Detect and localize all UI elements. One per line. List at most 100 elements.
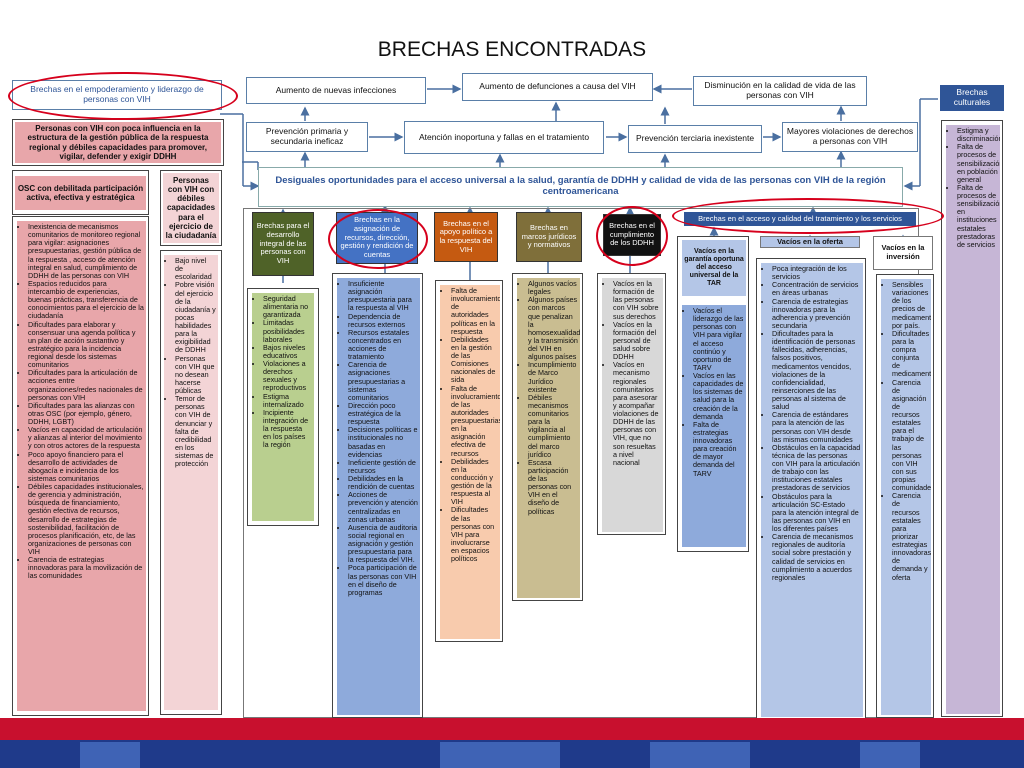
marcos-list-panel: Algunos vacíos legalesAlgunos países con… [512,273,583,601]
osc-header: OSC con debilitada participación activa,… [15,176,146,210]
culturales-list-panel: Estigma y discriminaciónFalta de proceso… [941,120,1003,717]
effect-aumento-defunciones: Aumento de defunciones a causa del VIH [462,73,653,101]
cumplimiento-list-panel: Vacíos en la formación de las personas c… [597,273,666,535]
list-item: Dificultades para las alianzas con otras… [28,401,144,426]
list-item: Limitadas posibilidades laborales [263,319,312,344]
osc-header-panel: OSC con debilitada participación activa,… [12,170,149,215]
list-item: Bajo nivel de escolaridad [175,256,216,281]
list-item: Vacíos el liderazgo de las personas con … [693,306,744,372]
list-item: Vacíos en capacidad de articulación y al… [28,425,144,450]
list-item: Personas con VIH que no desean hacerse p… [175,354,216,396]
list-item: Falta de procesos de sensibilización en … [957,143,1000,184]
list-item: Falta de estrategias innovadoras para cr… [693,420,744,478]
oferta-header: Vacíos en la oferta [760,236,860,248]
list-item: Pobre visión del ejercicio de la ciudada… [175,281,216,354]
desarrollo-list: Seguridad alimentaria no garantizadaLimi… [252,293,314,521]
marcos-list: Algunos vacíos legalesAlgunos países con… [517,278,580,598]
list-item: Carencia de estrategias innovadoras para… [28,555,144,580]
list-item: Dificultades de las personas con VIH par… [451,506,498,563]
list-item: Dirección poco estratégica de la respues… [348,401,418,426]
list-item: Poco apoyo financiero para el desarrollo… [28,450,144,484]
list-item: Carencia de asignaciones presupuestarias… [348,361,418,402]
list-item: Debilidades en la rendición de cuentas [348,474,418,491]
page-title: BRECHAS ENCONTRADAS [377,38,647,61]
effect-mayores-violaciones: Mayores violaciones de derechos a person… [782,122,918,152]
effect-atencion-inoportuna: Atención inoportuna y fallas en el trata… [404,121,604,154]
list-item: Carencia de estándares para la atención … [772,411,861,444]
list-item: Insuficiente asignación presupuestaria p… [348,279,418,313]
list-item: Dependencia de recursos externos [348,312,418,329]
list-item: Incumplimiento de Marco Jurídico existen… [528,361,578,394]
list-item: Vacíos en la formación del personal de s… [613,320,661,362]
list-item: Estigma internalizado [263,392,312,409]
footer-stripe-red [0,718,1024,740]
inversion-list-panel: Sensibles variaciones de los precios de … [876,274,934,718]
garantia-header: Vacíos en la garantía oportuna del acces… [682,240,746,296]
garantia-panel: Vacíos en la garantía oportuna del acces… [677,236,749,552]
personas-header: Personas con VIH con poca influencia en … [15,122,221,163]
ciudadania-header-panel: Personas con VIH con débiles capacidades… [160,170,222,246]
footer-block [650,742,750,768]
list-item: Carencia de mecanismos regionales de aud… [772,533,861,582]
apoyo-list: Falta de involucramiento de autoridades … [440,285,500,639]
list-item: Carencia de estrategias innovadoras para… [772,297,861,331]
asignacion-list: Insuficiente asignación presupuestaria p… [337,278,420,715]
effect-disminucion-calidad: Disminución en la calidad de vida de las… [693,76,867,106]
list-item: Concentración de servicios en áreas urba… [772,281,861,297]
inversion-header: Vacíos en la inversión [873,236,933,270]
list-item: Débiles capacidades institucionales, de … [28,482,144,556]
list-item: Carencia de recursos estatales para prio… [892,492,931,581]
apoyo-list-panel: Falta de involucramiento de autoridades … [435,280,503,642]
footer-block [860,742,920,768]
desarrollo-list-panel: Seguridad alimentaria no garantizadaLimi… [247,288,319,526]
list-item: Dificultades para la compra conjunta de … [892,329,931,379]
effect-prevencion-terciaria: Prevención terciaria inexistente [628,125,762,153]
oferta-list-panel: Poca integración de los serviciosConcent… [756,258,866,720]
ciudadania-list: Bajo nivel de escolaridadPobre visión de… [164,255,218,710]
list-item: Vacíos en mecanismo regionales comunitar… [613,361,661,467]
list-item: Seguridad alimentaria no garantizada [263,294,312,319]
list-item: Sensibles variaciones de los precios de … [892,280,931,330]
list-item: Incipiente integración de la respuesta e… [263,408,312,450]
list-item: Escasa participación de las personas con… [528,458,578,516]
list-item: Ineficiente gestión de recursos [348,458,418,475]
osc-list-panel: Inexistencia de mecanismos comunitarios … [12,216,149,716]
list-item: Temor de personas con VIH de denunciar y… [175,395,216,468]
apoyo-header: Brechas en el apoyo político a la respue… [434,212,498,262]
list-item: Falta de involucramiento de las autorida… [451,384,500,458]
osc-list: Inexistencia de mecanismos comunitarios … [17,221,146,711]
list-item: Acciones de prevención y atención centra… [348,491,418,524]
marcos-header: Brechas en marcos jurídicos y normativos [516,212,582,262]
culturales-header: Brechas culturales [940,85,1004,111]
list-item: Obstáculos en la capacidad técnica de la… [772,443,861,493]
oferta-list: Poca integración de los serviciosConcent… [761,263,863,717]
effect-prevencion-primaria: Prevención primaria y secundaria inefica… [246,122,368,152]
effect-aumento-infecciones: Aumento de nuevas infecciones [246,77,426,104]
desarrollo-header: Brechas para el desarrollo integral de l… [252,212,314,276]
list-item: Decisiones políticas e institucionales n… [348,426,418,459]
list-item: Dificultades para elaborar y consensuar … [28,320,144,370]
list-item: Vacíos en la formación de las personas c… [613,279,661,321]
list-item: Débiles mecanismos comunitarios para la … [528,393,578,459]
list-item: Poca integración de los servicios [772,264,861,281]
footer-block [80,742,140,768]
asignacion-header: Brechas en la asignación de recursos, di… [336,212,418,264]
list-item: Bajos niveles educativos [263,343,312,360]
list-item: Algunos vacíos legales [528,279,578,296]
list-item: Dificultades para la identificación de p… [772,329,861,411]
list-item: Estigma y discriminación [957,126,1000,143]
inversion-list: Sensibles variaciones de los precios de … [881,279,931,715]
list-item: Poca participación de las personas con V… [348,564,418,597]
list-item: Espacios reducidos para intercambio de e… [28,279,144,321]
personas-header-panel: Personas con VIH con poca influencia en … [12,119,224,166]
list-item: Obstáculos para la articulación SC-Estad… [772,492,861,534]
list-item: Falta de procesos de sensibilización en … [957,183,1000,249]
list-item: Dificultades para la articulación de acc… [28,369,144,402]
asignacion-list-panel: Insuficiente asignación presupuestaria p… [332,273,423,718]
list-item: Ausencia de auditoria social regional en… [348,523,418,565]
list-item: Inexistencia de mecanismos comunitarios … [28,222,144,280]
list-item: Carencia de asignación de recursos estat… [892,378,931,493]
footer-block [440,742,560,768]
list-item: Algunos países con marcos que penalizan … [528,296,580,361]
list-item: Violaciones a derechos sexuales y reprod… [263,359,312,393]
